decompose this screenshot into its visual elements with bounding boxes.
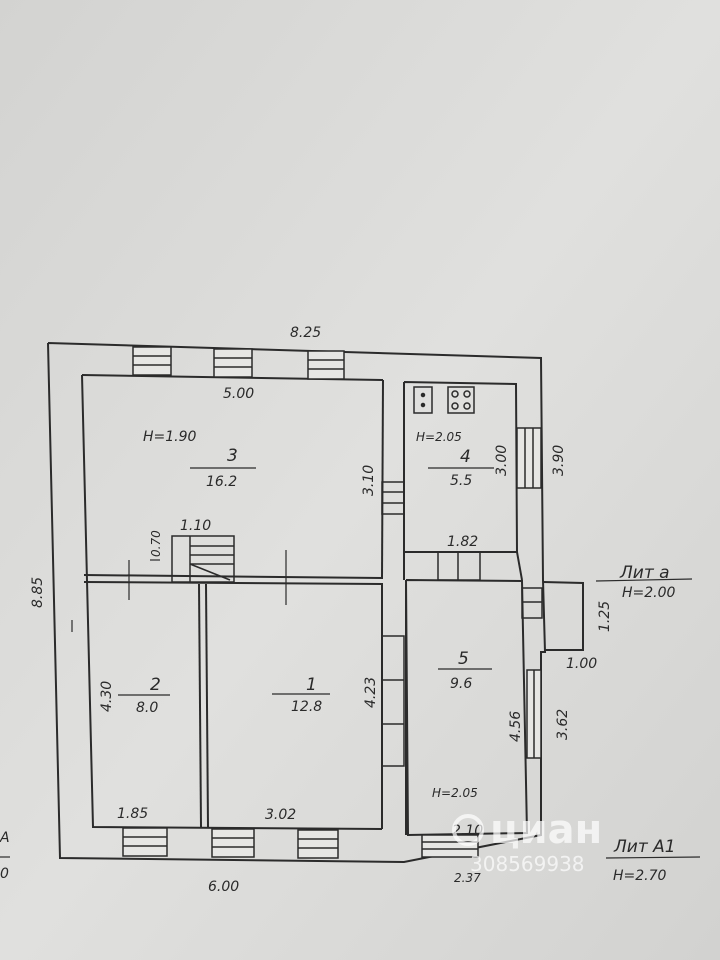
room-2-label: 2 8.0 — [118, 675, 170, 716]
left-edge-fragment-1: А — [0, 830, 10, 846]
dim-porch-width: 1.00 — [566, 656, 597, 672]
cian-logo-icon — [452, 814, 484, 846]
dim-stair-width: 1.10 — [180, 518, 211, 534]
room-1-label: 1 12.8 — [272, 675, 330, 715]
doors — [381, 481, 543, 767]
dimension-labels: 8.25 5.00 3.10 0.70 1.10 8.85 4.30 1.85 … — [30, 325, 613, 895]
walls — [47, 342, 584, 864]
dim-room4-right-inner: 3.00 — [494, 445, 510, 476]
room-5-number: 5 — [458, 649, 469, 669]
dim-room3-small: 0.70 — [149, 530, 163, 557]
dim-room3-right: 3.10 — [361, 465, 377, 496]
lit-a-label: Лит а — [619, 563, 670, 583]
lit-a1-label: Лит А1 — [613, 837, 676, 857]
dimension-ticks — [71, 550, 287, 632]
lit-a-height: H=2.00 — [622, 585, 676, 601]
dim-left-outer: 8.85 — [30, 577, 46, 608]
room-4-height: H=2.05 — [416, 430, 462, 444]
room-3-number: 3 — [227, 446, 238, 466]
watermark: циан 308569938 — [452, 807, 602, 876]
room-4-label: H=2.05 4 5.5 — [416, 430, 494, 489]
dim-room4-bottom: 1.82 — [447, 534, 478, 550]
dim-room4-right-outer: 3.90 — [551, 445, 567, 476]
dim-room2-width: 1.85 — [117, 806, 148, 822]
dim-room5-right-inner: 4.56 — [508, 711, 524, 742]
dim-room5-right-outer: 3.62 — [555, 709, 571, 740]
room-4-area: 5.5 — [450, 473, 472, 489]
windows — [122, 346, 542, 859]
room-2-number: 2 — [150, 675, 161, 695]
dim-room2-height: 4.30 — [99, 681, 115, 712]
dim-room3-top: 5.00 — [223, 386, 254, 402]
room-5-area: 9.6 — [450, 676, 472, 692]
lit-labels: Лит а H=2.00 Лит А1 H=2.70 А 0 — [0, 563, 701, 884]
room-3-height: H=1.90 — [143, 429, 197, 445]
dim-bottom-outer: 6.00 — [208, 879, 239, 895]
lit-a1-height: H=2.70 — [613, 868, 667, 884]
stove-icon — [413, 386, 475, 414]
dim-porch-height: 1.25 — [597, 601, 613, 632]
dim-top-outer: 8.25 — [290, 325, 321, 341]
room-2-area: 8.0 — [136, 700, 158, 716]
watermark-id: 308569938 — [470, 852, 585, 876]
watermark-brand: циан — [490, 807, 602, 853]
room-1-area: 12.8 — [291, 699, 322, 715]
room-3-area: 16.2 — [206, 474, 237, 490]
room-1-number: 1 — [306, 675, 317, 695]
dim-room1-right: 4.23 — [363, 677, 379, 708]
dim-room5-bottom: 2.10 — [452, 823, 483, 839]
staircase — [171, 535, 235, 583]
room-5-label: 5 9.6 H=2.05 — [432, 649, 492, 800]
left-edge-fragment-2: 0 — [0, 866, 9, 882]
room-3-label: H=1.90 3 16.2 — [143, 429, 256, 490]
room-4-number: 4 — [460, 447, 471, 467]
room-5-height: H=2.05 — [432, 786, 478, 800]
dim-room1-width: 3.02 — [265, 807, 296, 823]
dim-room5-bottom-outer: 2.37 — [454, 871, 481, 885]
